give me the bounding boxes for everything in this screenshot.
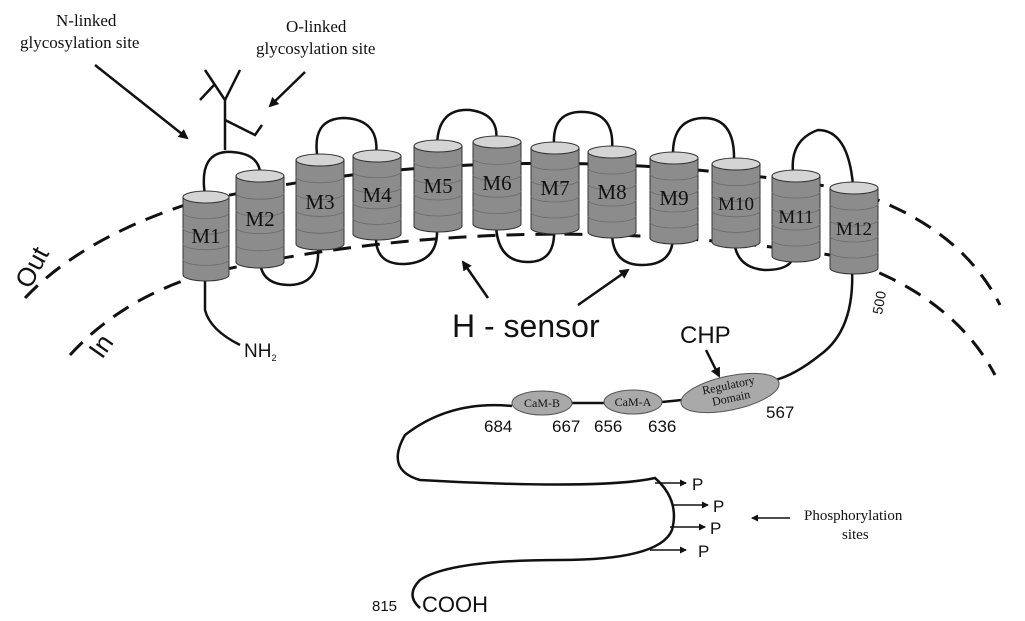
- c-terminus-label: COOH: [422, 592, 488, 617]
- phosphate-1: P: [692, 475, 703, 494]
- h-sensor-arrow-left: [463, 262, 488, 298]
- cam-b-domain: CaM-B: [512, 391, 572, 415]
- chp-label: CHP: [680, 322, 731, 349]
- helix-label-m10: M10: [718, 194, 754, 215]
- phosphate-4: P: [698, 542, 709, 561]
- helix-m8: M8: [588, 146, 636, 238]
- helix-label-m9: M9: [659, 186, 688, 210]
- phosphorylation-label-line2: sites: [842, 527, 869, 543]
- n-terminal-tail: [205, 275, 240, 345]
- cam-a-domain: CaM-A: [604, 390, 662, 414]
- residue-500: 500: [869, 290, 889, 316]
- o-linked-label-line2: glycosylation site: [256, 39, 375, 58]
- helix-label-m5: M5: [423, 174, 452, 198]
- residue-815: 815: [372, 598, 397, 615]
- helix-m4: M4: [353, 150, 401, 240]
- c-terminal-tail-lower: [398, 405, 674, 608]
- glycosylation-tree: [200, 70, 262, 150]
- helix-m7: M7: [531, 142, 579, 234]
- helix-m12: M12: [830, 182, 878, 274]
- phosphate-2: P: [713, 497, 724, 516]
- cam-b-label: CaM-B: [524, 396, 560, 410]
- chp-arrow: [706, 350, 719, 376]
- inside-label: In: [82, 328, 119, 363]
- outside-label: Out: [9, 241, 56, 293]
- helix-label-m2: M2: [245, 207, 274, 231]
- helix-label-m7: M7: [540, 176, 569, 200]
- o-linked-arrow: [270, 72, 305, 106]
- n-linked-label-line1: N-linked: [56, 11, 117, 30]
- helix-m5: M5: [414, 140, 462, 232]
- h-sensor-arrow-right: [578, 270, 628, 305]
- n-linked-label-line2: glycosylation site: [20, 33, 139, 52]
- helix-m10: M10: [712, 158, 760, 248]
- residue-667: 667: [552, 417, 580, 436]
- n-linked-arrow: [95, 65, 187, 138]
- n-terminus-text: NH: [244, 341, 271, 362]
- helix-m11: M11: [772, 170, 820, 262]
- helix-label-m8: M8: [597, 180, 626, 204]
- helix-label-m12: M12: [836, 219, 872, 240]
- phosphate-3: P: [710, 519, 721, 538]
- helix-label-m11: M11: [778, 207, 813, 228]
- helix-label-m6: M6: [482, 171, 511, 195]
- h-sensor-label: H - sensor: [452, 308, 600, 344]
- helix-m2: M2: [236, 170, 284, 268]
- n-terminus-label: NH2: [244, 341, 276, 363]
- helix-label-m4: M4: [362, 183, 392, 207]
- helix-m1: M1: [183, 191, 229, 281]
- o-linked-label-line1: O-linked: [286, 17, 347, 36]
- phosphorylation-label-line1: Phosphorylation: [804, 508, 903, 524]
- residue-656: 656: [594, 417, 622, 436]
- residue-684: 684: [484, 417, 512, 436]
- phosphorylation-sites: P P P P Phosphorylation sites: [650, 475, 903, 561]
- c-terminal-tail-upper: [775, 268, 852, 380]
- helix-label-m1: M1: [191, 224, 220, 248]
- helix-m3: M3: [296, 154, 344, 250]
- helix-label-m3: M3: [305, 190, 334, 214]
- residue-636: 636: [648, 417, 676, 436]
- n-terminus-subscript: 2: [271, 353, 276, 363]
- cam-a-label: CaM-A: [615, 395, 652, 409]
- linker-cama-regulatory: [662, 400, 682, 402]
- helix-m9: M9: [650, 152, 698, 244]
- residue-567: 567: [766, 403, 794, 422]
- helix-m6: M6: [473, 136, 521, 230]
